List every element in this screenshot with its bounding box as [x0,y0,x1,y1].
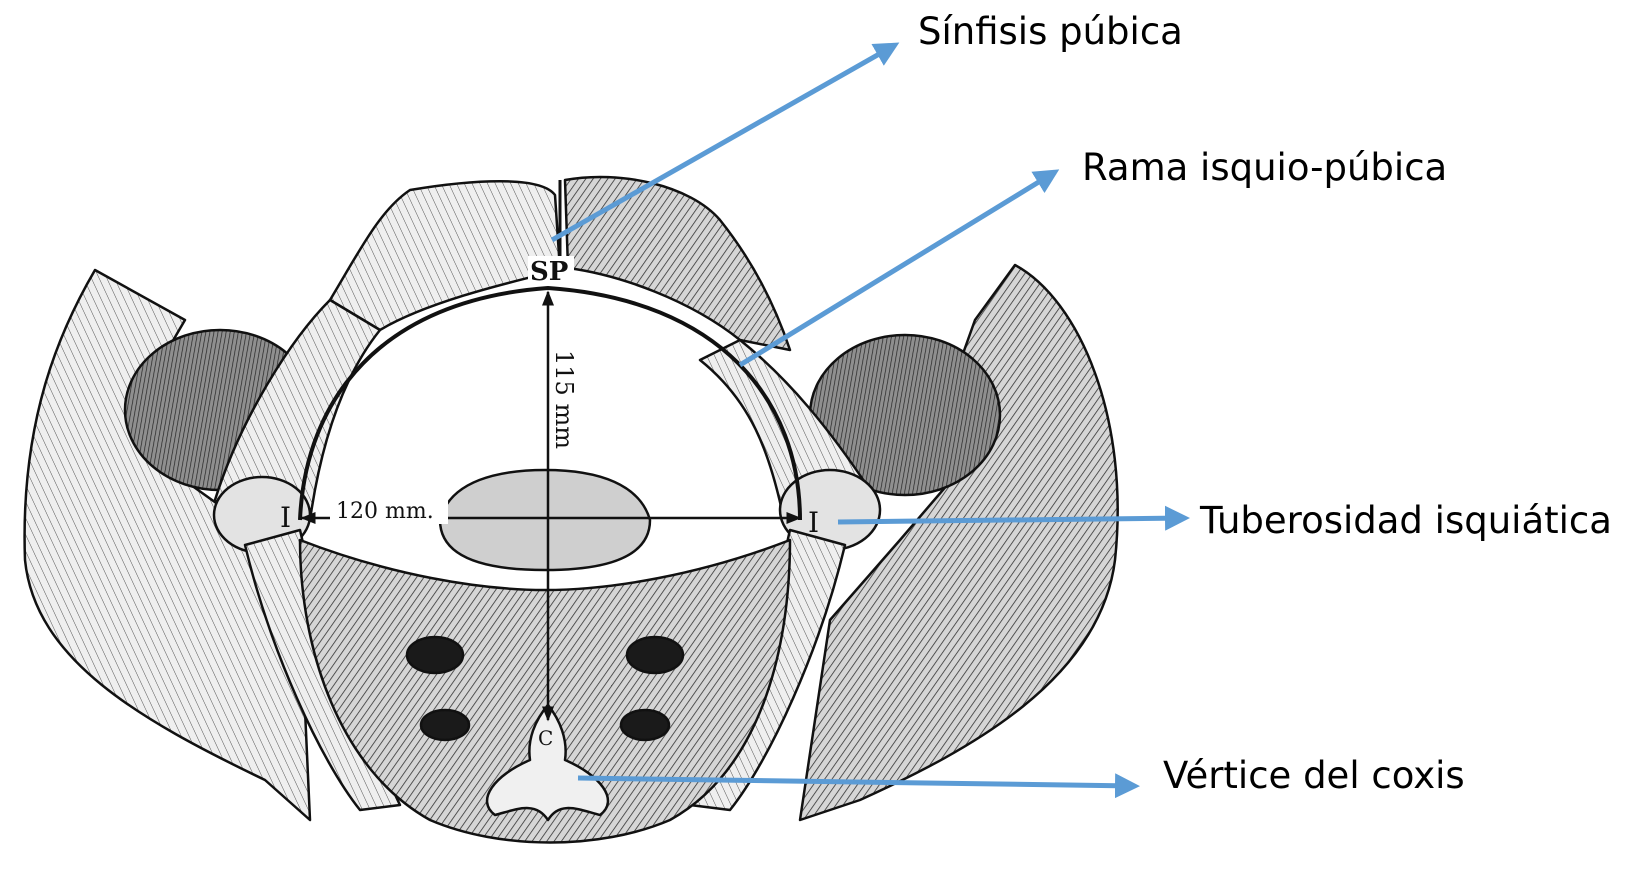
sp-mark: SP [530,257,568,287]
ischium-mark-right: I [808,506,819,539]
sacral-foramen [627,637,683,673]
arrow-sinfisis [552,45,895,240]
arrow-tuberosidad [838,518,1185,522]
label-vertice-del-coxis: Vértice del coxis [1163,754,1465,797]
vertical-measure-label: 115 mm [550,350,578,449]
pubic-body-left [330,181,560,330]
ischium-mark-left: I [280,501,291,534]
sacral-foramen [421,710,469,740]
label-tuberosidad-isquiatica: Tuberosidad isquiática [1199,499,1612,542]
label-rama-isquio-pubica: Rama isquio-púbica [1082,146,1447,189]
pubic-body-right [565,177,790,350]
horizontal-measure-label: 120 mm. [336,499,434,524]
sacral-foramen [621,710,669,740]
coccyx-mark: C [538,726,553,750]
label-sinfisis-pubica: Sínfisis púbica [918,10,1183,53]
sacral-foramen [407,637,463,673]
sacral-promontory [440,470,650,570]
